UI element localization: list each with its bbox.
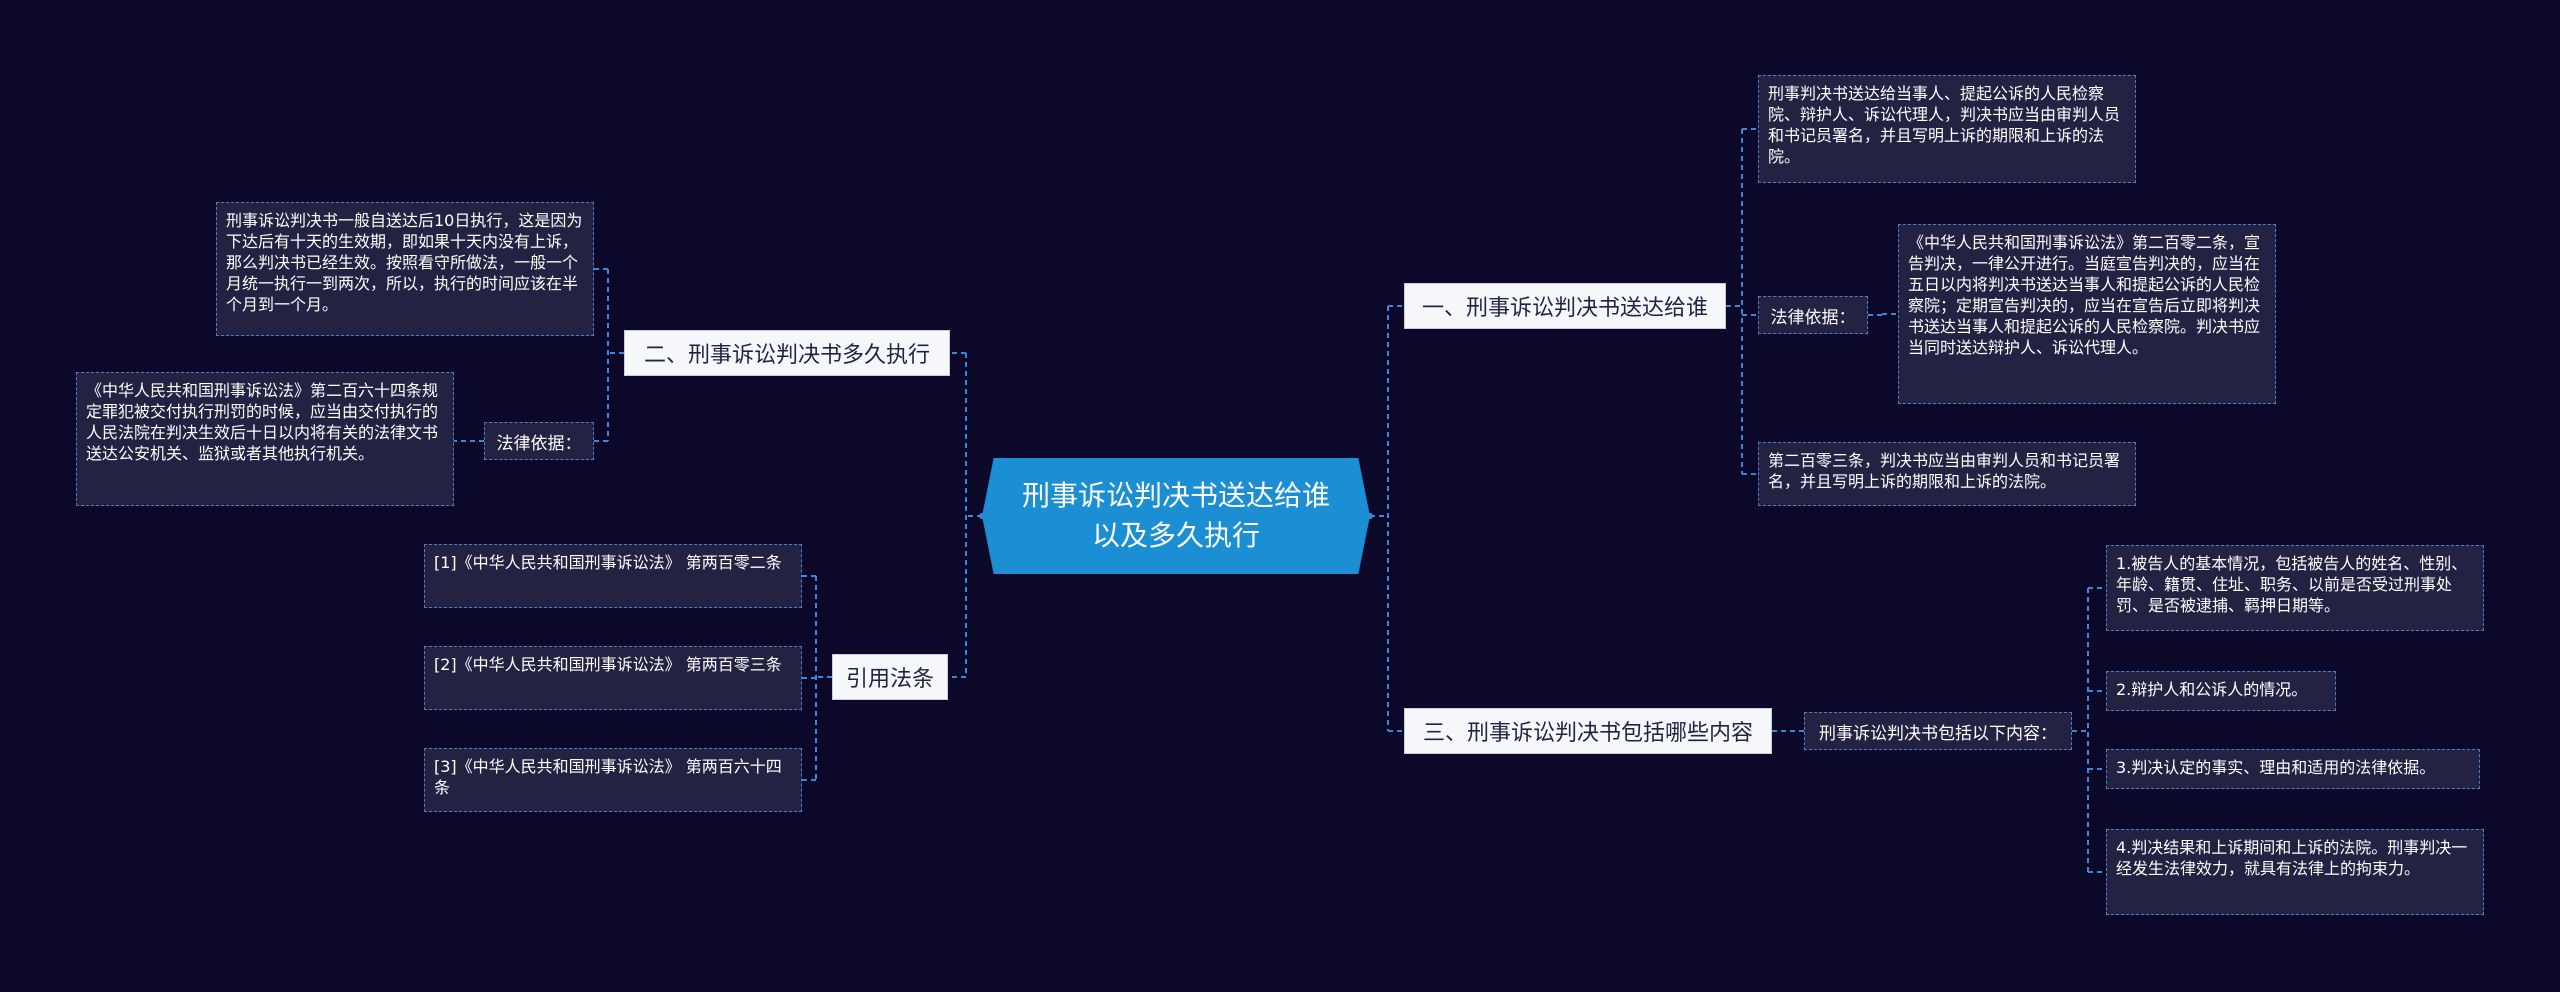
branch-who-receives[interactable]: 一、刑事诉讼判决书送达给谁 — [1404, 283, 1726, 329]
ref-item-3[interactable]: [3]《中华人民共和国刑事诉讼法》 第两百六十四条 — [424, 748, 802, 812]
law-basis-label-right[interactable]: 法律依据： — [1758, 296, 1868, 334]
leaf-article-202[interactable]: 《中华人民共和国刑事诉讼法》第二百零二条，宣告判决，一律公开进行。当庭宣告判决的… — [1898, 224, 2276, 404]
ref-item-2[interactable]: [2]《中华人民共和国刑事诉讼法》 第两百零三条 — [424, 646, 802, 710]
root-title-line-2: 以及多久执行 — [1091, 519, 1260, 552]
leaf-article-203[interactable]: 第二百零三条，判决书应当由审判人员和书记员署名，并且写明上诉的期限和上诉的法院。 — [1758, 442, 2136, 506]
root-title-line-1: 刑事诉讼判决书送达给谁 — [1021, 479, 1330, 512]
law-basis-label-left[interactable]: 法律依据： — [484, 422, 594, 460]
content-item-2[interactable]: 2.辩护人和公诉人的情况。 — [2106, 671, 2336, 711]
branch-when-executed[interactable]: 二、刑事诉讼判决书多久执行 — [624, 330, 950, 376]
content-item-4[interactable]: 4.判决结果和上诉期间和上诉的法院。刑事判决一经发生法律效力，就具有法律上的拘束… — [2106, 829, 2484, 915]
leaf-recipients[interactable]: 刑事判决书送达给当事人、提起公诉的人民检察院、辩护人、诉讼代理人，判决书应当由审… — [1758, 75, 2136, 183]
content-item-3[interactable]: 3.判决认定的事实、理由和适用的法律依据。 — [2106, 749, 2480, 789]
leaf-article-264[interactable]: 《中华人民共和国刑事诉讼法》第二百六十四条规定罪犯被交付执行刑罚的时候，应当由交… — [76, 372, 454, 506]
leaf-execution-timing[interactable]: 刑事诉讼判决书一般自送达后10日执行，这是因为下达后有十天的生效期，即如果十天内… — [216, 202, 594, 336]
branch-contents[interactable]: 三、刑事诉讼判决书包括哪些内容 — [1404, 708, 1772, 754]
branch-cited-articles[interactable]: 引用法条 — [832, 654, 948, 700]
content-item-1[interactable]: 1.被告人的基本情况，包括被告人的姓名、性别、年龄、籍贯、住址、职务、以前是否受… — [2106, 545, 2484, 631]
root-topic[interactable]: 刑事诉讼判决书送达给谁 以及多久执行 — [982, 458, 1370, 574]
contents-intro-label[interactable]: 刑事诉讼判决书包括以下内容： — [1804, 712, 2072, 750]
ref-item-1[interactable]: [1]《中华人民共和国刑事诉讼法》 第两百零二条 — [424, 544, 802, 608]
